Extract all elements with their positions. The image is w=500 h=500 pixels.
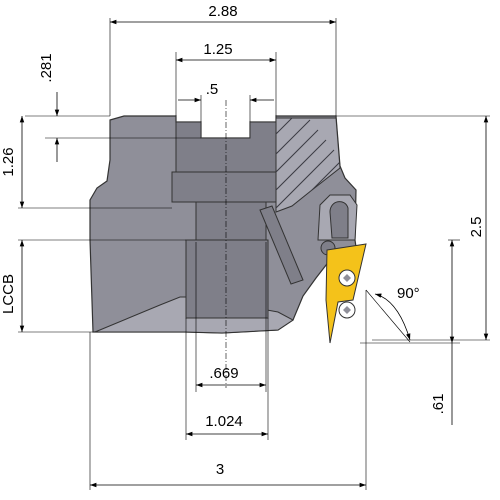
dim-cutting-dia: 3 <box>90 461 366 488</box>
dim-keyway-width: .5 <box>178 81 274 103</box>
dim-overall-width-label: 2.88 <box>208 3 237 20</box>
dim-counterbore-dia-label: 1.024 <box>205 413 243 430</box>
dim-bore-width: 1.25 <box>176 41 276 63</box>
dim-bore-width-label: 1.25 <box>203 41 232 58</box>
dim-height: 2.5 <box>468 116 489 340</box>
insert-screw-top <box>338 269 356 287</box>
insert-screw-bottom <box>338 301 356 319</box>
cutter-body <box>89 115 358 334</box>
dim-counterbore-dia: 1.024 <box>186 413 268 437</box>
dim-keyway-width-label: .5 <box>206 81 219 98</box>
cutting-insert <box>325 243 367 344</box>
extension-lines <box>18 18 490 490</box>
dim-cutting-dia-label: 3 <box>216 461 224 478</box>
dim-angle-label: 90° <box>397 285 420 302</box>
dim-keyway-depth: .281 <box>38 53 60 162</box>
dim-height-label: 2.5 <box>468 217 485 238</box>
dim-through-bore: .669 <box>196 365 266 388</box>
dim-overall-width: 2.88 <box>110 3 336 25</box>
dim-counterbore-depth: 1.26 <box>0 116 25 208</box>
dim-projection: .61 <box>430 240 455 425</box>
dim-projection-label: .61 <box>430 394 447 415</box>
dim-keyway-depth-label: .281 <box>38 53 55 82</box>
dim-lccb-label: LCCB <box>0 274 17 314</box>
dim-counterbore-depth-label: 1.26 <box>0 147 17 176</box>
dim-angle: 90° <box>365 285 420 343</box>
dim-through-bore-label: .669 <box>209 365 238 382</box>
dim-lccb: LCCB <box>0 240 25 332</box>
